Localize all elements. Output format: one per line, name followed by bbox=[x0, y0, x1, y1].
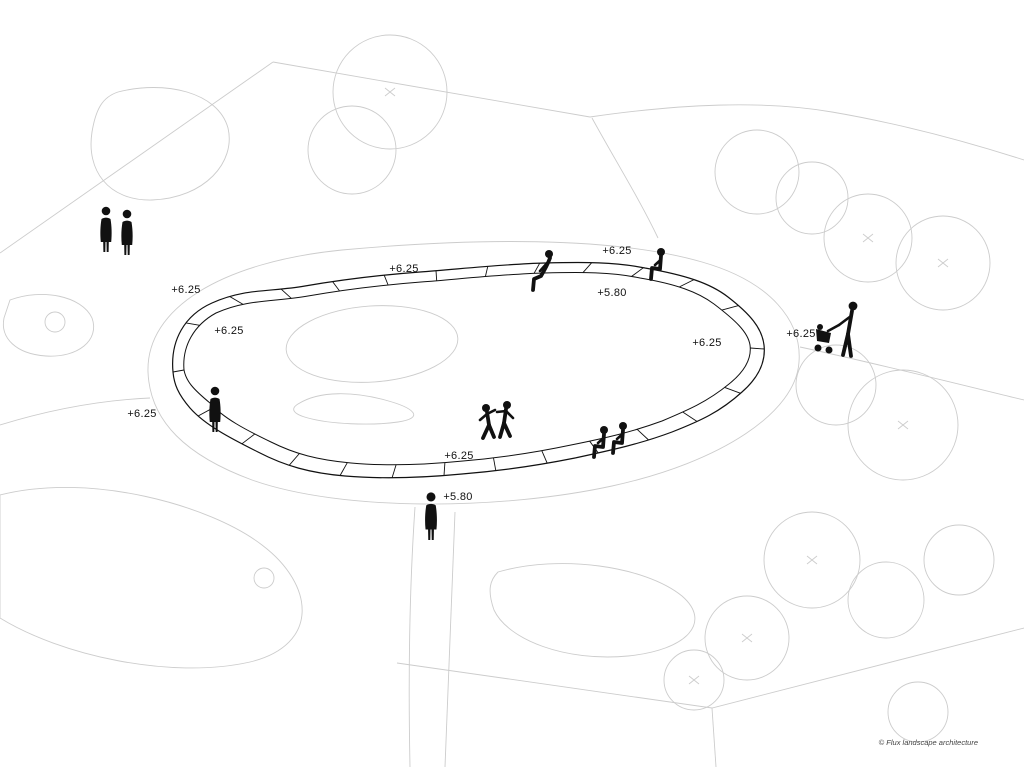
tree-canopy bbox=[332, 34, 448, 150]
tree-x-mark bbox=[937, 258, 949, 268]
figure-two-pedestrians bbox=[100, 206, 133, 255]
walkway-line bbox=[408, 506, 416, 767]
ring-joint-line bbox=[185, 322, 200, 326]
elevation-label: +6.25 bbox=[171, 284, 200, 296]
ring-joint-line bbox=[241, 433, 256, 445]
tree-canopy bbox=[775, 161, 849, 235]
ring-joint-line bbox=[288, 453, 300, 466]
contour-blob bbox=[2, 293, 94, 357]
elevation-label: +5.80 bbox=[443, 491, 472, 503]
tree-canopy bbox=[795, 344, 877, 426]
figure-standing-woman-bottom bbox=[425, 492, 437, 540]
tree-canopy bbox=[823, 193, 913, 283]
ring-joint-line bbox=[280, 288, 292, 299]
ring-joint-line bbox=[636, 428, 649, 441]
stroller-wheel bbox=[814, 344, 822, 352]
site-edge-line bbox=[0, 61, 274, 254]
tree-canopy bbox=[663, 649, 725, 711]
tree-x-mark bbox=[897, 420, 909, 430]
figure-sitting-leaning bbox=[531, 250, 553, 292]
elevation-label: +5.80 bbox=[597, 287, 626, 299]
tree-canopy bbox=[923, 524, 995, 596]
ring-joint-line bbox=[582, 262, 593, 273]
ring-joint-line bbox=[631, 267, 644, 277]
tree-canopy bbox=[714, 129, 800, 215]
lawn-contour bbox=[285, 305, 459, 383]
tree-x-mark bbox=[741, 633, 753, 643]
elevation-label: +6.25 bbox=[214, 325, 243, 337]
tree-x-mark bbox=[688, 675, 700, 685]
elevation-label: +6.25 bbox=[444, 450, 473, 462]
elevation-label: +6.25 bbox=[692, 337, 721, 349]
contour-blob bbox=[489, 563, 696, 658]
small-circle bbox=[44, 311, 66, 333]
elevation-label: +6.25 bbox=[389, 263, 418, 275]
tree-canopy bbox=[895, 215, 991, 311]
ring-joint-line bbox=[750, 347, 765, 350]
site-edge-line bbox=[272, 61, 591, 118]
elevation-label: +6.25 bbox=[127, 408, 156, 420]
ring-joint-line bbox=[533, 262, 541, 274]
stroller-wheel bbox=[825, 346, 833, 354]
contour-blob bbox=[90, 87, 230, 201]
contour-blob bbox=[0, 486, 303, 669]
court-edge-line bbox=[711, 707, 717, 767]
elevation-label: +6.25 bbox=[786, 328, 815, 340]
small-circle bbox=[253, 567, 275, 589]
ring-joint-line bbox=[172, 369, 185, 373]
walkway-loop bbox=[147, 241, 800, 505]
figure-sitting-on-edge bbox=[649, 246, 667, 281]
lawn-contour bbox=[293, 393, 415, 425]
seating-ring bbox=[172, 261, 765, 479]
court-edge-line bbox=[396, 627, 1024, 709]
walkway-line bbox=[799, 346, 1024, 401]
ring-joint-line bbox=[339, 462, 348, 476]
stroller-child-head bbox=[817, 324, 823, 330]
ring-joint-line bbox=[443, 462, 446, 476]
ring-joint-line bbox=[383, 275, 389, 286]
elevation-labels: +6.25 +6.25 +5.80 +6.25 +6.25 +6.25 +6.2… bbox=[127, 245, 815, 503]
ring-joint-line bbox=[682, 411, 698, 422]
ring-joint-line bbox=[484, 266, 489, 277]
stroller-body bbox=[816, 329, 831, 343]
walkway-line bbox=[0, 397, 151, 426]
tree-canopy bbox=[847, 561, 925, 639]
site-edge-line bbox=[589, 104, 1024, 161]
walkway-line bbox=[444, 511, 456, 767]
tree-x-mark bbox=[806, 555, 818, 565]
ring-joint-line bbox=[541, 450, 548, 464]
ring-joint-line bbox=[724, 386, 741, 394]
tree-canopy bbox=[704, 595, 790, 681]
tree-canopy bbox=[307, 105, 397, 195]
credit-text: © Flux landscape architecture bbox=[879, 738, 978, 747]
tree-canopy bbox=[763, 511, 861, 609]
walkway-line bbox=[591, 117, 659, 239]
figures bbox=[100, 206, 858, 540]
tree-canopy bbox=[847, 369, 959, 481]
elevation-label: +6.25 bbox=[602, 245, 631, 257]
tree-canopy bbox=[887, 681, 949, 743]
ring-joint-line bbox=[229, 296, 244, 305]
ring-joint-line bbox=[435, 270, 438, 281]
seating-ring-inner-edge bbox=[183, 272, 751, 466]
ring-joint-line bbox=[678, 279, 695, 288]
figure-adult-with-stroller bbox=[814, 301, 858, 358]
figure-dancing-couple bbox=[478, 401, 515, 440]
tree-x-mark bbox=[862, 233, 874, 243]
tree-x-mark bbox=[384, 87, 396, 97]
seating-ring-segment-joints bbox=[172, 262, 765, 478]
site-context-linework bbox=[0, 34, 1024, 767]
ring-joint-line bbox=[332, 281, 340, 292]
ring-joint-line bbox=[721, 305, 739, 311]
ring-joint-line bbox=[493, 457, 497, 471]
ring-joint-line bbox=[391, 464, 397, 478]
seating-ring-outer-edge bbox=[172, 261, 765, 479]
